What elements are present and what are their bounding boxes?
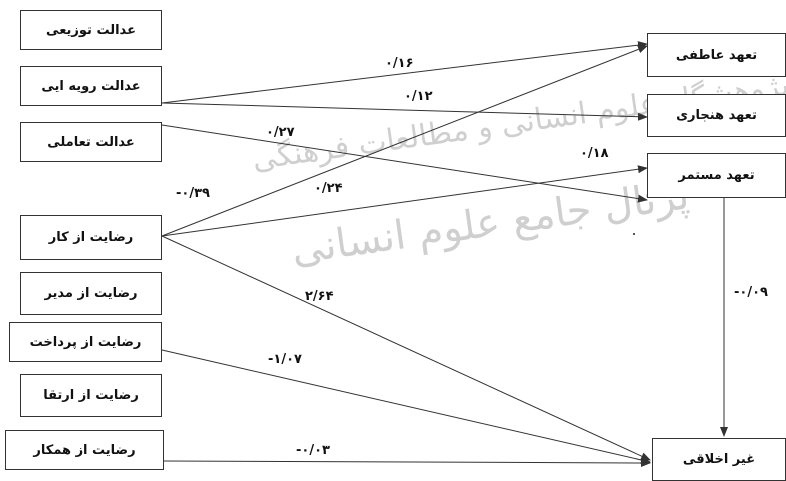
arrow-job-to-continuance — [161, 165, 648, 237]
arrow-interactional-to-continuance — [161, 124, 648, 203]
box-continuance-commitment: تعهد مستمر — [647, 153, 786, 198]
coef-pay-to-unethical: -۱/۰۷ — [268, 352, 302, 367]
coef-procedural-to-affective: ۰/۱۶ — [385, 56, 414, 71]
arrow-procedural-to-affective — [161, 41, 648, 104]
coef-continuance-to-unethical: -۰/۰۹ — [734, 285, 768, 300]
box-procedural-justice: عدالت رویه ایی — [20, 66, 162, 106]
box-unethical: غیر اخلاقی — [652, 438, 786, 481]
box-affective-commitment: تعهد عاطفی — [647, 33, 786, 77]
coef-coworker-to-unethical: -۰/۰۳ — [296, 443, 330, 458]
box-promotion-satisfaction: رضایت از ارتقا — [20, 374, 162, 417]
coef-job-to-unethical: ۲/۶۴ — [305, 289, 334, 304]
box-job-satisfaction: رضایت از کار — [20, 215, 162, 260]
box-normative-commitment: تعهد هنجاری — [647, 94, 786, 137]
arrow-job-to-unethical — [161, 235, 651, 461]
box-coworker-satisfaction: رضایت از همکار — [5, 430, 164, 470]
coef-continuance-top: ۰/۱۸ — [580, 146, 609, 161]
box-pay-satisfaction: رضایت از پرداخت — [9, 322, 162, 362]
arrow-procedural-to-normative — [161, 102, 648, 121]
coef-job-to-affective: -۰/۳۹ — [176, 186, 210, 201]
box-distributive-justice: عدالت توزیعی — [20, 10, 162, 50]
stray-dot — [633, 233, 635, 235]
coef-interactional-to-continuance: ۰/۲۷ — [266, 125, 295, 140]
box-interactional-justice: عدالت تعاملی — [20, 122, 162, 162]
coef-job-to-continuance: ۰/۲۴ — [314, 181, 343, 196]
arrow-job-to-affective — [161, 45, 648, 237]
coef-procedural-to-normative: ۰/۱۲ — [404, 89, 433, 104]
arrow-pay-to-unethical — [161, 349, 651, 464]
arrow-coworker-to-unethical — [163, 458, 651, 467]
box-manager-satisfaction: رضایت از مدیر — [20, 272, 162, 315]
